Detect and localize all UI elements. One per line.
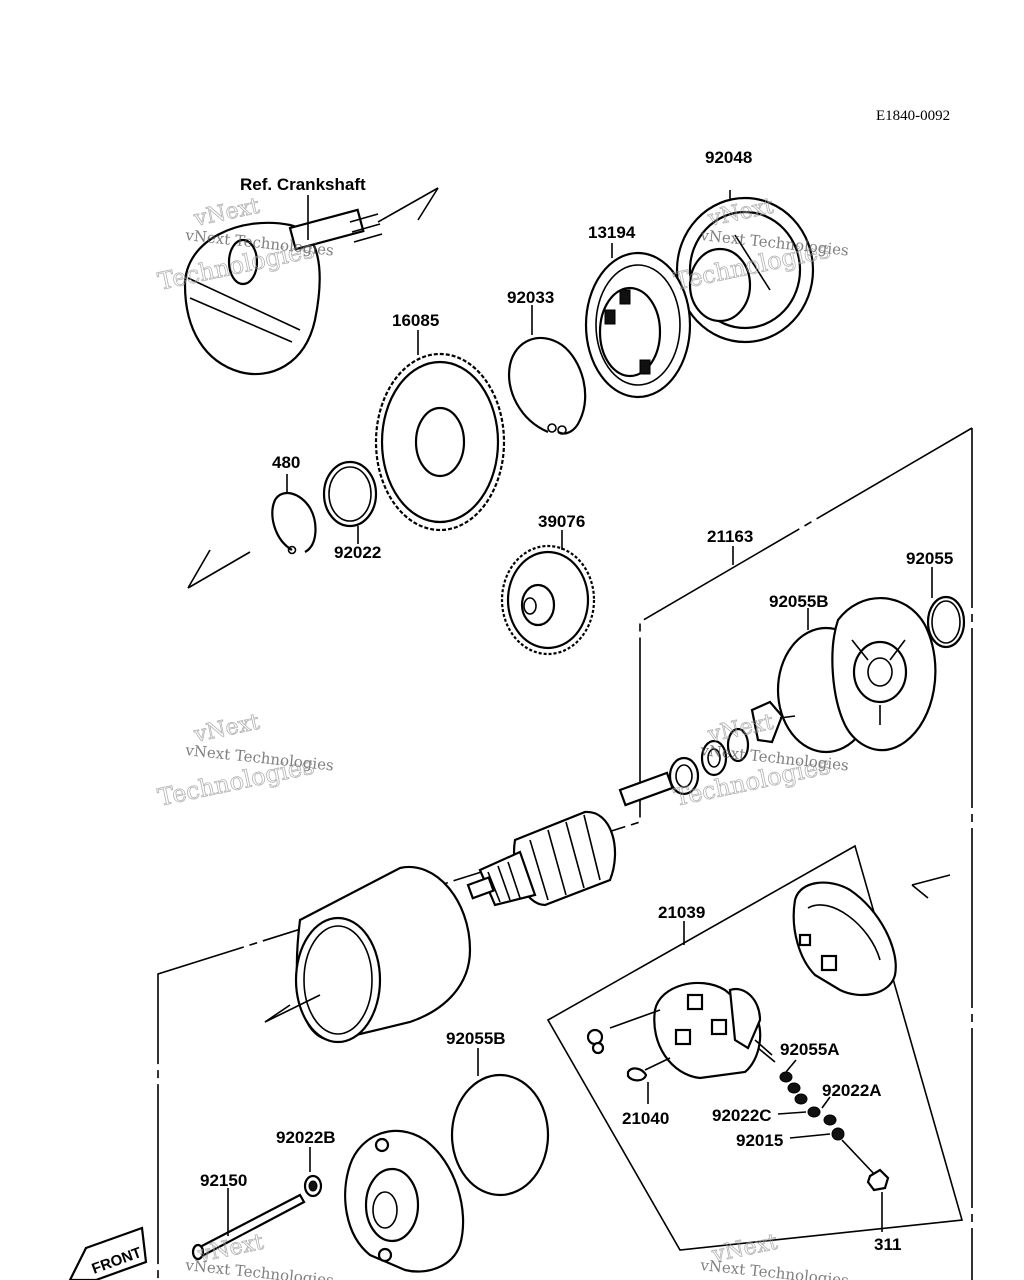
label-92048: 92048 (705, 148, 752, 167)
label-92022C: 92022C (712, 1106, 772, 1125)
brush-springs (647, 1059, 890, 1232)
part-92048-clutch-housing (675, 190, 815, 344)
label-13194: 13194 (588, 223, 636, 242)
part-92150-bolt (191, 1188, 306, 1261)
armature (466, 771, 674, 907)
part-92055-o-ring (926, 567, 966, 649)
label-311: 311 (874, 1235, 901, 1254)
watermark-bottom-left: vNext vNext Technologies (184, 1229, 335, 1280)
svg-text:vNext Technologies: vNext Technologies (699, 1256, 850, 1280)
ref-crankshaft-label: Ref. Crankshaft (240, 175, 366, 194)
assembly-boundary-21163 (157, 427, 973, 1280)
part-16085-gear (374, 330, 506, 532)
shaft-washers (668, 700, 796, 796)
part-13194-one-way-clutch (584, 243, 692, 399)
label-21163: 21163 (707, 527, 753, 546)
front-end-cover (831, 597, 937, 752)
label-21040: 21040 (622, 1109, 669, 1128)
part-480-circlip (271, 474, 317, 555)
diagram-code: E1840-0092 (876, 108, 950, 124)
label-16085: 16085 (392, 311, 439, 330)
label-480: 480 (272, 453, 300, 472)
label-92015: 92015 (736, 1131, 783, 1150)
label-92150: 92150 (200, 1171, 247, 1190)
svg-text:vNext Technologies: vNext Technologies (184, 1256, 335, 1280)
starter-yoke (264, 865, 472, 1044)
axis-arrow-left (187, 549, 251, 589)
label-92022A: 92022A (822, 1081, 882, 1100)
label-92022: 92022 (334, 543, 381, 562)
part-92022B-washer (303, 1147, 323, 1198)
assembly-boundary-21039 (546, 844, 964, 1251)
label-92022B: 92022B (276, 1128, 336, 1147)
rear-end-cover (344, 1129, 465, 1273)
label-92055B-top: 92055B (769, 592, 829, 611)
brush-plate (586, 981, 776, 1082)
part-92055B-rear-o-ring (450, 1048, 550, 1197)
part-39076-idler-gear (500, 530, 596, 656)
watermark-bottom-right: vNext vNext Technologies (699, 1229, 850, 1280)
watermark-mid-left: vNext Technologies vNext Technologies (155, 709, 335, 812)
front-direction-arrow: FRONT (68, 1226, 148, 1280)
label-39076: 39076 (538, 512, 585, 531)
rear-brush-cover (792, 874, 951, 997)
label-92055B-bottom: 92055B (446, 1029, 506, 1048)
label-92055A: 92055A (780, 1040, 840, 1059)
crankshaft-reference (183, 187, 439, 376)
part-92022-washer (322, 460, 378, 544)
label-21039: 21039 (658, 903, 705, 922)
part-92033-circlip (507, 305, 587, 435)
label-92055: 92055 (906, 549, 953, 568)
label-92033: 92033 (507, 288, 554, 307)
